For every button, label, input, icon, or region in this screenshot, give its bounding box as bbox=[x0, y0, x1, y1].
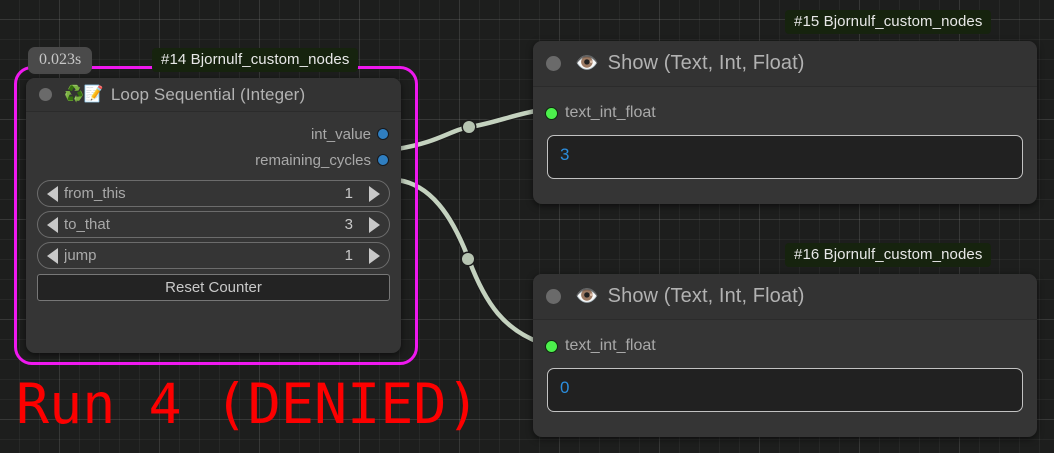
link-2 bbox=[394, 177, 544, 346]
collapse-toggle-dot[interactable] bbox=[546, 289, 561, 304]
link-1 bbox=[394, 107, 544, 152]
collapse-toggle-dot[interactable] bbox=[546, 56, 561, 71]
node-titlebar[interactable]: ♻️📝 Loop Sequential (Integer) bbox=[26, 78, 401, 112]
node-title: Show (Text, Int, Float) bbox=[607, 285, 805, 307]
node-show-text-int-float-16[interactable]: 👁️ Show (Text, Int, Float) text_int_floa… bbox=[533, 274, 1037, 437]
output-slot-int-value[interactable]: int_value bbox=[26, 121, 401, 147]
node-body: int_value remaining_cycles from_this 1 t… bbox=[26, 121, 401, 301]
input-slot-dot-text-int-float[interactable] bbox=[545, 106, 558, 120]
link-shadow-2 bbox=[393, 176, 545, 347]
node-title: Loop Sequential (Integer) bbox=[110, 84, 306, 104]
decrement-arrow-icon[interactable] bbox=[47, 247, 58, 264]
widget-to-that[interactable]: to_that 3 bbox=[37, 211, 390, 238]
node-titlebar[interactable]: 👁️ Show (Text, Int, Float) bbox=[533, 274, 1037, 320]
input-slot-text-int-float[interactable]: text_int_float bbox=[533, 332, 1037, 360]
reset-counter-button[interactable]: Reset Counter bbox=[37, 274, 390, 301]
run-status-overlay: Run 4 (DENIED) bbox=[16, 372, 480, 436]
node-title: Show (Text, Int, Float) bbox=[607, 52, 805, 74]
output-textbox[interactable]: 0 bbox=[547, 368, 1023, 412]
link-midpoint-dot-1[interactable] bbox=[463, 121, 475, 133]
output-slot-label: int_value bbox=[310, 125, 371, 143]
node-body: text_int_float 0 bbox=[533, 332, 1037, 412]
increment-arrow-icon[interactable] bbox=[369, 185, 380, 202]
increment-arrow-icon[interactable] bbox=[369, 247, 380, 264]
link-dot-shadow-2 bbox=[460, 251, 476, 267]
eye-icon: 👁️ bbox=[575, 53, 599, 74]
node-titlebar[interactable]: 👁️ Show (Text, Int, Float) bbox=[533, 41, 1037, 87]
widget-value[interactable]: 1 bbox=[344, 185, 353, 202]
widget-label: to_that bbox=[64, 216, 110, 233]
node-id-badge-16: #16 Bjornulf_custom_nodes bbox=[785, 243, 992, 267]
recycle-memo-icon: ♻️📝 bbox=[64, 85, 104, 103]
decrement-arrow-icon[interactable] bbox=[47, 216, 58, 233]
node-body: text_int_float 3 bbox=[533, 99, 1037, 179]
link-shadow-1 bbox=[393, 106, 545, 153]
widget-value[interactable]: 3 bbox=[344, 216, 353, 233]
input-slot-label: text_int_float bbox=[565, 104, 656, 121]
input-slot-label: text_int_float bbox=[565, 337, 656, 354]
input-slot-text-int-float[interactable]: text_int_float bbox=[533, 99, 1037, 127]
widget-value[interactable]: 1 bbox=[344, 247, 353, 264]
increment-arrow-icon[interactable] bbox=[369, 216, 380, 233]
node-loop-sequential-integer[interactable]: ♻️📝 Loop Sequential (Integer) int_value … bbox=[26, 78, 401, 353]
link-dot-shadow-1 bbox=[461, 119, 477, 135]
output-slot-dot-int-value[interactable] bbox=[377, 128, 389, 140]
output-slot-label: remaining_cycles bbox=[255, 151, 371, 169]
decrement-arrow-icon[interactable] bbox=[47, 185, 58, 202]
node-show-text-int-float-15[interactable]: 👁️ Show (Text, Int, Float) text_int_floa… bbox=[533, 41, 1037, 204]
node-id-badge-15: #15 Bjornulf_custom_nodes bbox=[785, 10, 992, 34]
widget-jump[interactable]: jump 1 bbox=[37, 242, 390, 269]
collapse-toggle-dot[interactable] bbox=[39, 88, 52, 101]
output-slot-dot-remaining-cycles[interactable] bbox=[377, 154, 389, 166]
widget-from-this[interactable]: from_this 1 bbox=[37, 180, 390, 207]
widget-label: from_this bbox=[64, 185, 126, 202]
output-slot-remaining-cycles[interactable]: remaining_cycles bbox=[26, 147, 401, 173]
node-execution-time-badge: 0.023s bbox=[28, 47, 93, 74]
output-textbox[interactable]: 3 bbox=[547, 135, 1023, 179]
widget-label: jump bbox=[64, 247, 97, 264]
input-slot-dot-text-int-float[interactable] bbox=[545, 339, 558, 353]
eye-icon: 👁️ bbox=[575, 286, 599, 307]
link-midpoint-dot-2[interactable] bbox=[462, 253, 474, 265]
node-id-badge-14: #14 Bjornulf_custom_nodes bbox=[152, 48, 359, 72]
